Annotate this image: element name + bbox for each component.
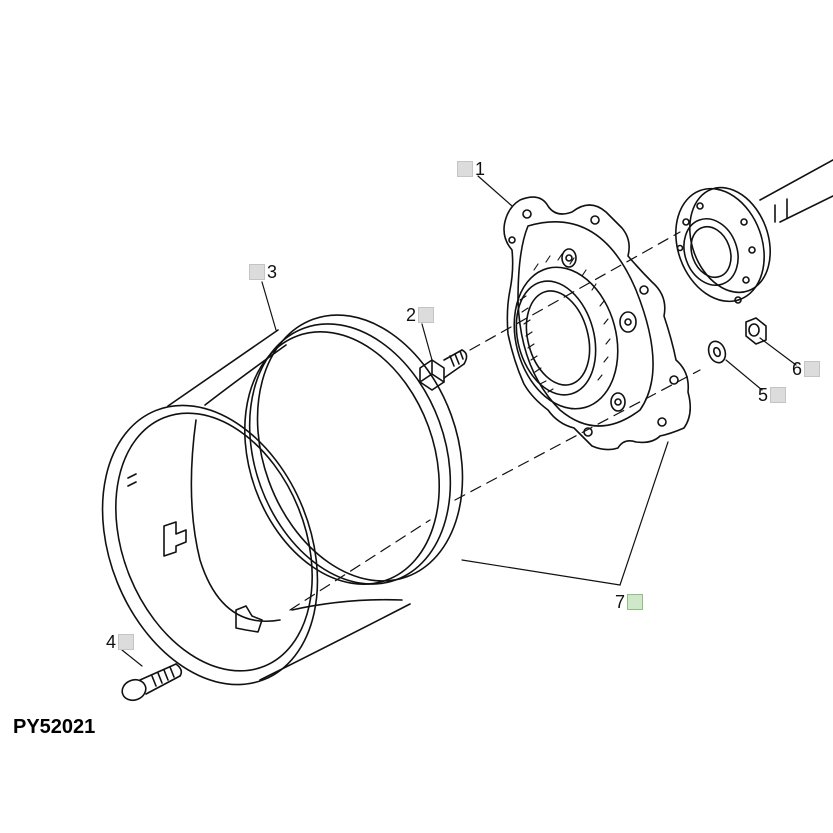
callout-3: 3 (249, 263, 277, 281)
wheel-center-disc (503, 196, 692, 451)
callout-4-number: 4 (106, 632, 117, 652)
callout-3-number: 3 (267, 262, 278, 282)
callout-1-marker (457, 161, 473, 177)
axle-shaft (759, 159, 833, 223)
assembly-axis-lines (289, 231, 701, 611)
callout-4: 4 (106, 632, 135, 652)
callout-7-marker (627, 594, 644, 610)
callout-1-number: 1 (475, 159, 486, 179)
callout-7: 7 (615, 592, 644, 612)
callout-4-marker (118, 634, 135, 650)
callout-2: 2 (406, 305, 435, 325)
callout-3-marker (249, 264, 265, 280)
callout-5: 5 (758, 385, 787, 405)
callout-7-number: 7 (615, 592, 626, 612)
callout-1: 1 (457, 160, 485, 178)
washer (707, 340, 727, 364)
callout-5-number: 5 (758, 385, 769, 405)
callout-leader-lines (121, 175, 797, 667)
carriage-bolt (121, 663, 183, 702)
callout-2-marker (418, 307, 435, 323)
figure-id-label: PY52021 (13, 716, 96, 738)
callout-6-number: 6 (792, 359, 803, 379)
callout-6: 6 (792, 359, 821, 379)
wheel-rim (101, 314, 464, 686)
callout-6-marker (804, 361, 821, 377)
hex-nut (745, 317, 767, 345)
axle-hub-flange (675, 186, 772, 304)
callout-5-marker (770, 387, 787, 403)
callout-2-number: 2 (406, 305, 417, 325)
